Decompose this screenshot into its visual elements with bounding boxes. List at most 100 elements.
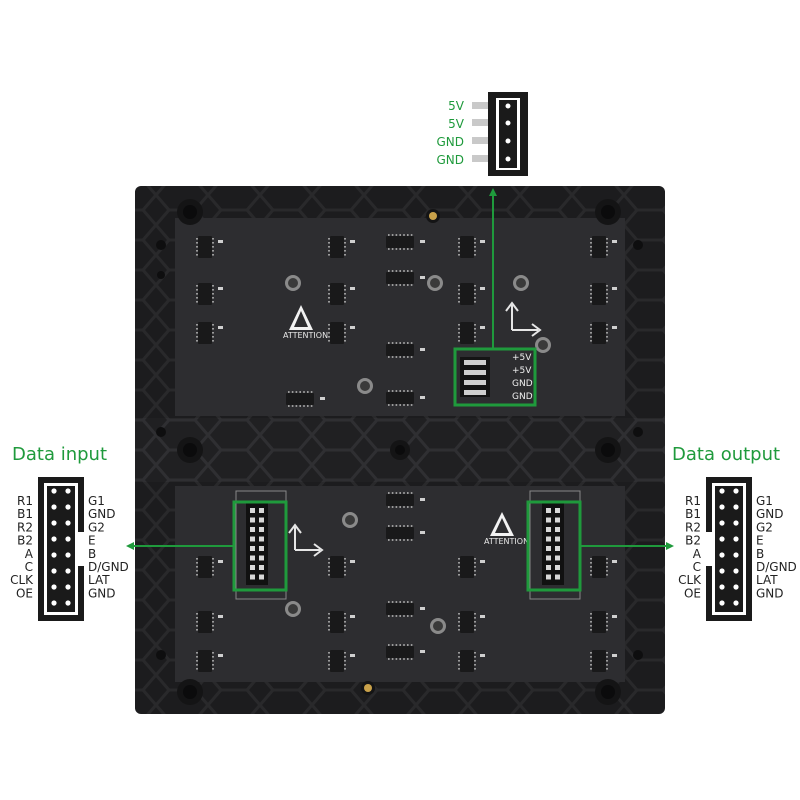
ic-pin xyxy=(403,644,405,646)
ic-pin xyxy=(388,356,390,358)
connector-pin xyxy=(65,568,71,574)
connector-pin xyxy=(51,552,57,558)
ic-pin xyxy=(606,250,608,252)
smd-resistor xyxy=(612,287,617,290)
ic-pin xyxy=(328,285,330,287)
ic-pin xyxy=(328,558,330,560)
ic-pin xyxy=(474,301,476,303)
ic-pin xyxy=(590,332,592,334)
header-pin xyxy=(259,546,264,551)
ic-pin xyxy=(344,289,346,291)
header-pin xyxy=(259,508,264,513)
ic-pin xyxy=(344,562,346,564)
ic-pin xyxy=(403,492,405,494)
ic-pin xyxy=(403,248,405,250)
ic-pin xyxy=(590,629,592,631)
ic-pin xyxy=(328,664,330,666)
connector-pin xyxy=(719,600,725,606)
header-pin xyxy=(259,536,264,542)
ic-pin xyxy=(288,391,290,393)
ic-chip xyxy=(330,236,344,258)
ic-pin xyxy=(212,328,214,330)
ic-pin xyxy=(474,328,476,330)
ic-pin xyxy=(410,525,413,527)
header-pin xyxy=(555,565,560,570)
connector-pin xyxy=(719,504,725,510)
ic-pin xyxy=(407,342,409,344)
pin-label-data-input-right-7: LAT xyxy=(88,573,110,587)
pin-label-data-input-right-3: G2 xyxy=(88,520,105,534)
ic-pin xyxy=(344,629,346,631)
ic-pin xyxy=(474,250,476,252)
ic-chip xyxy=(330,322,344,344)
ic-pin xyxy=(212,629,214,631)
ic-pin xyxy=(590,297,592,299)
ic-pin xyxy=(407,404,409,406)
ic-chip xyxy=(592,650,606,672)
ic-pin xyxy=(212,254,214,256)
ic-pin xyxy=(474,617,476,619)
smd-resistor xyxy=(218,615,223,618)
pin-label-data-input-right-1: G1 xyxy=(88,494,105,508)
ic-pin xyxy=(196,617,198,619)
ic-pin xyxy=(474,332,476,334)
ic-pin xyxy=(458,340,460,342)
ic-pin xyxy=(399,644,401,646)
ic-pin xyxy=(407,356,409,358)
ic-pin xyxy=(474,558,476,560)
ic-pin xyxy=(474,289,476,291)
board-input-header xyxy=(235,490,287,600)
ic-pin xyxy=(212,242,214,244)
smd-resistor xyxy=(420,531,425,534)
ic-pin xyxy=(606,570,608,572)
data-output-connector xyxy=(706,477,752,621)
ic-pin xyxy=(388,284,390,286)
ic-pin xyxy=(388,525,390,527)
ic-pin xyxy=(590,301,592,303)
header-pin xyxy=(259,527,264,532)
connector-pin xyxy=(51,504,57,510)
pin-label-data-output-left-4: B2 xyxy=(685,534,701,548)
smd-resistor xyxy=(480,615,485,618)
ic-pin xyxy=(344,668,346,670)
ic-pin xyxy=(590,660,592,662)
ic-pin xyxy=(606,340,608,342)
ic-pin xyxy=(399,284,401,286)
ic-pin xyxy=(328,652,330,654)
ic-pin xyxy=(474,340,476,342)
ic-pin xyxy=(328,332,330,334)
ic-pin xyxy=(395,525,398,527)
ic-pin xyxy=(590,246,592,248)
ic-pin xyxy=(474,656,476,658)
smd-resistor xyxy=(350,654,355,657)
ic-pin xyxy=(590,613,592,615)
header-pin xyxy=(259,555,264,561)
smd-resistor xyxy=(612,654,617,657)
header-pin xyxy=(555,508,560,513)
ic-pin xyxy=(212,332,214,334)
ic-pin xyxy=(196,656,198,658)
ic-pin xyxy=(410,390,413,392)
ic-pin xyxy=(212,660,214,662)
ic-pin xyxy=(399,492,401,494)
ic-pin xyxy=(474,285,476,287)
ic-pin xyxy=(590,242,592,244)
ic-chip xyxy=(460,650,474,672)
power-pin-label-1: 5V xyxy=(448,99,465,113)
ic-pin xyxy=(212,574,214,576)
data-input-title: Data input xyxy=(12,444,107,465)
ic-pin xyxy=(388,248,390,250)
header-pin xyxy=(259,517,264,523)
ic-pin xyxy=(399,248,401,250)
ic-pin xyxy=(295,391,298,393)
ic-pin xyxy=(458,629,460,631)
ic-pin xyxy=(407,658,409,660)
pin-label-data-output-right-7: LAT xyxy=(756,573,778,587)
ic-pin xyxy=(606,293,608,295)
ic-pin xyxy=(606,289,608,291)
ic-pin xyxy=(391,539,394,541)
connector-pin xyxy=(65,488,71,494)
ic-pin xyxy=(295,405,298,407)
pin-label-data-input-right-6: D/GND xyxy=(88,560,129,574)
